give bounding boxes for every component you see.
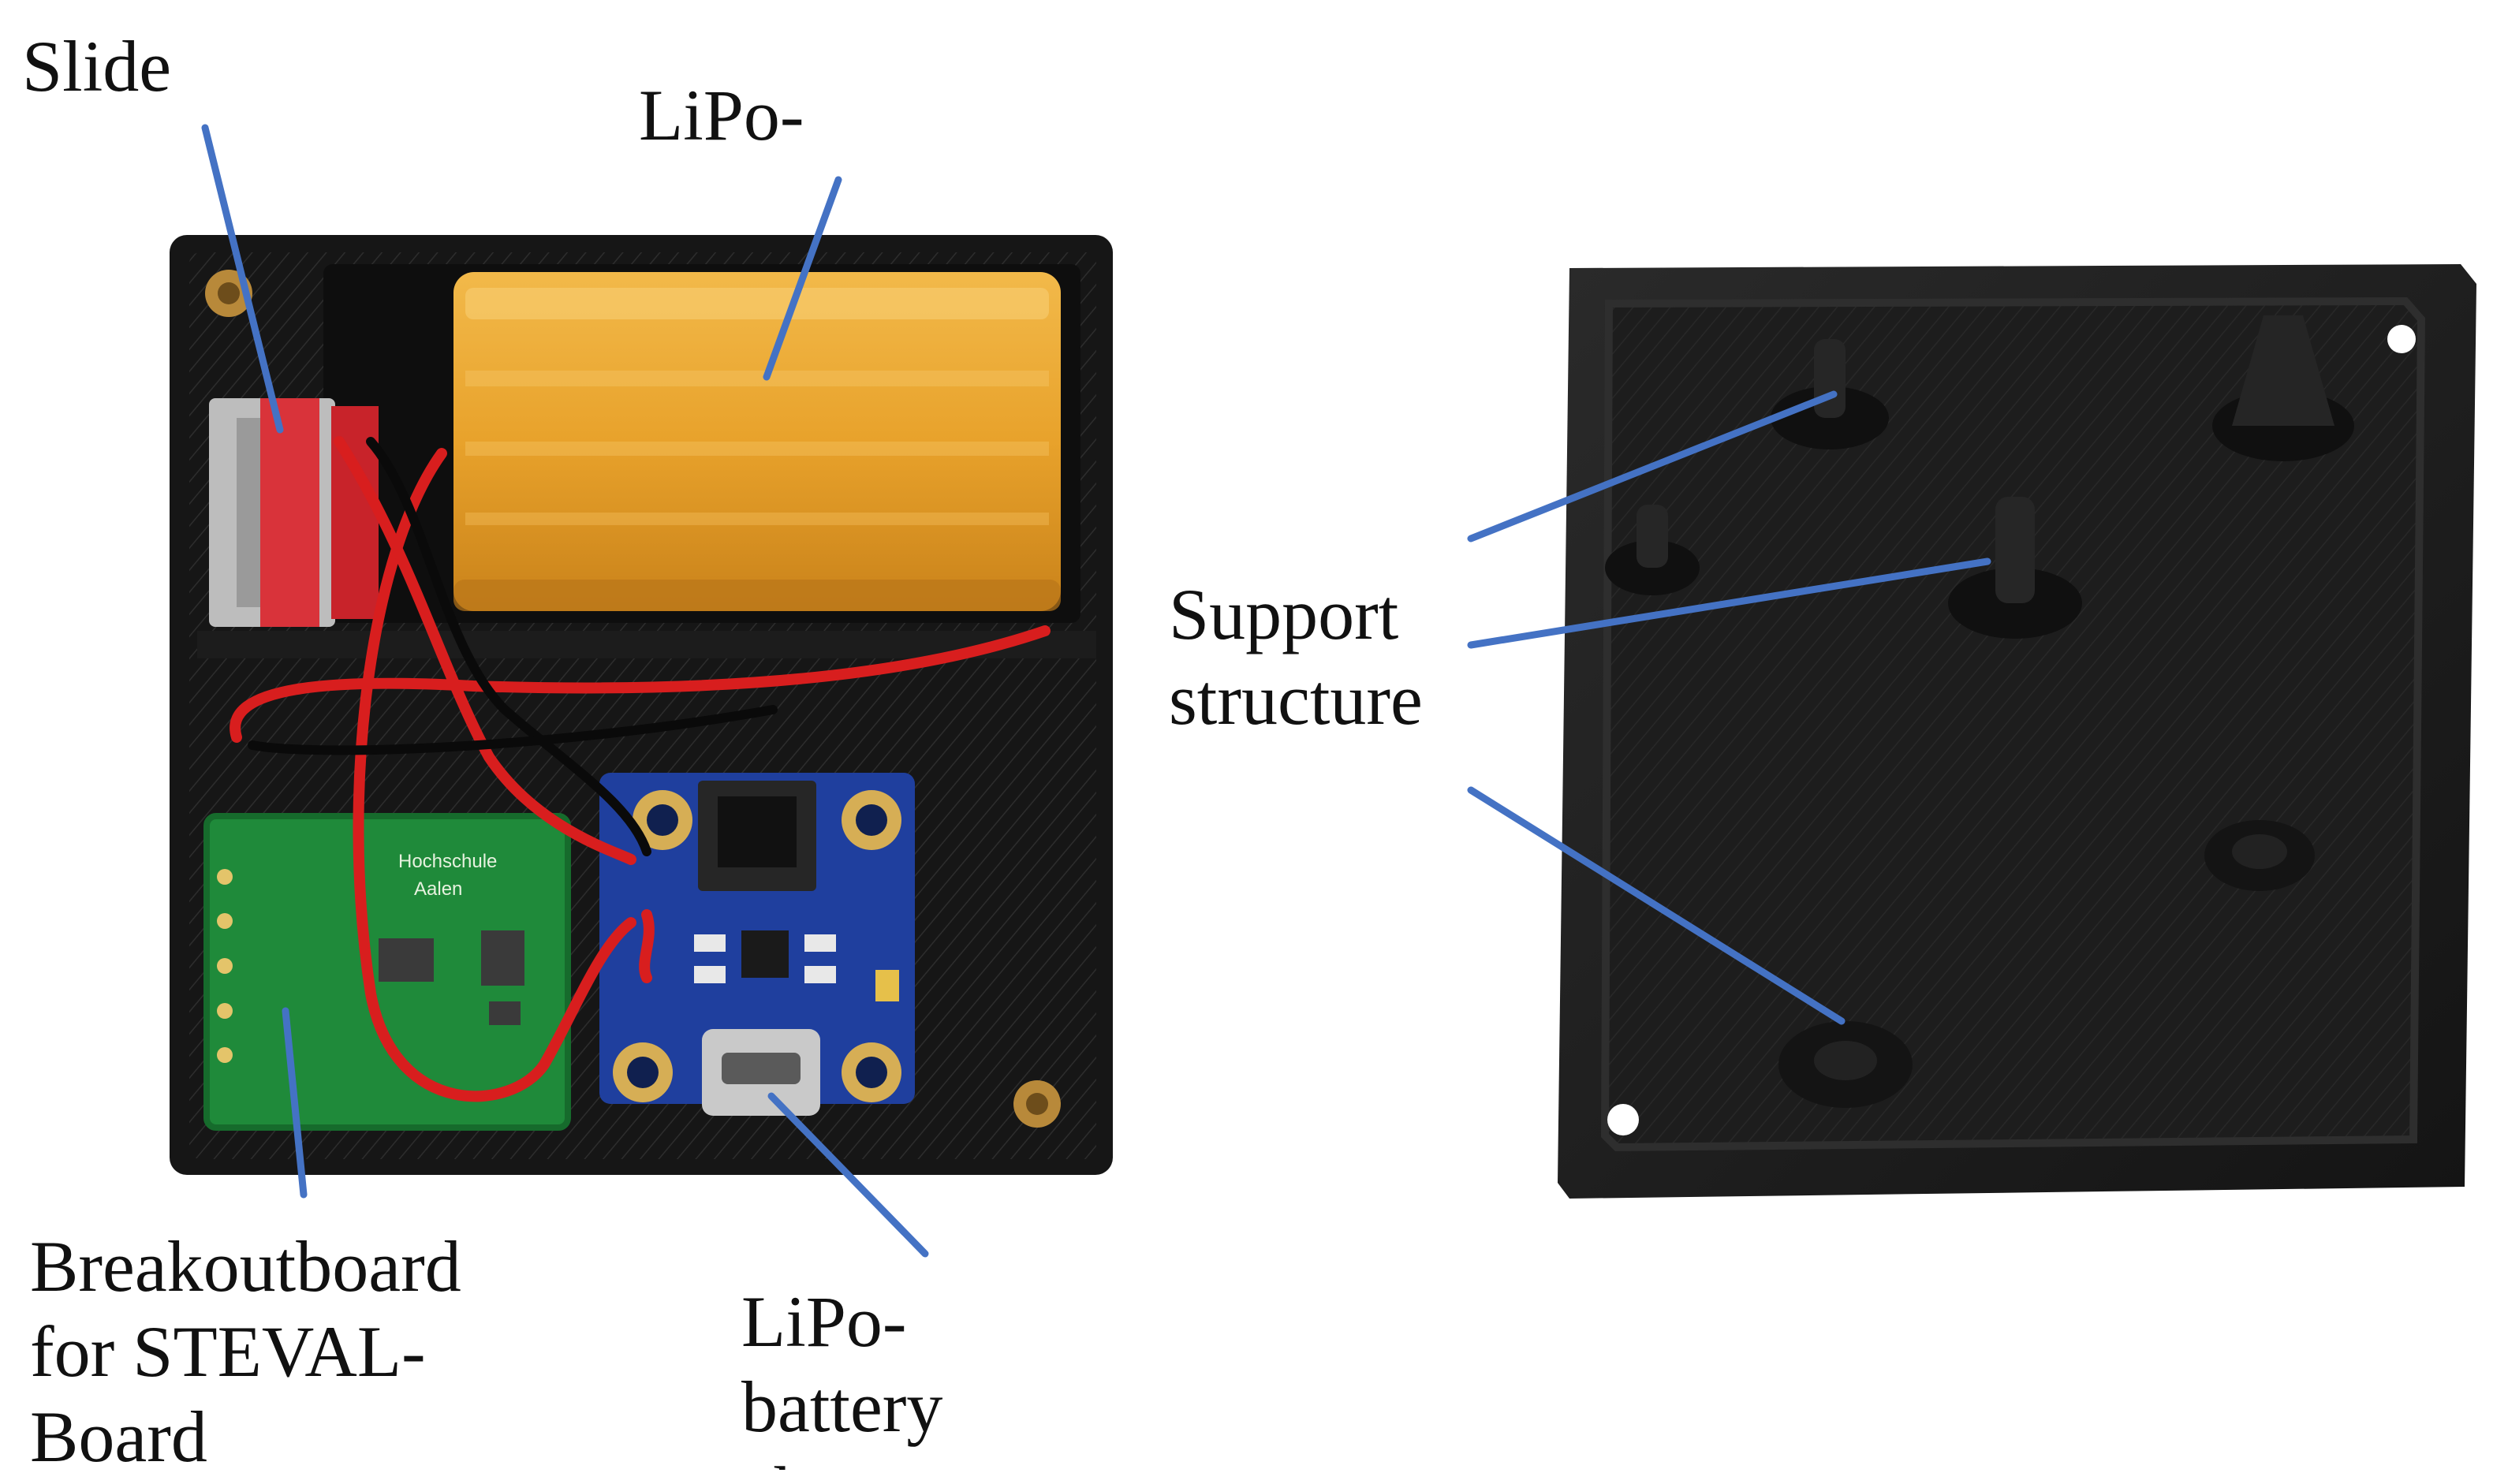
leader-lines [201,124,1991,1258]
black-wires [248,437,778,856]
support-peg [1771,339,1889,449]
slide-switch [209,398,379,627]
leader-support-2 [1467,557,1991,649]
charger-board [599,773,915,1116]
screw-hole-icon [2387,325,2416,353]
leader-support-3 [1467,786,1846,1025]
pcb-text-school: Hochschule [398,851,497,872]
leader-slide [201,124,284,434]
screw-hole-icon [1607,1104,1639,1135]
leader-breakout [282,1007,308,1199]
label-lipo-battery: LiPo- [639,75,804,155]
label-support-structure: Support structure [1169,574,1423,740]
support-peg [2204,820,2315,891]
open-case: Hochschule Aalen [170,235,1113,1175]
support-peg [1605,505,1700,595]
lipo-battery [453,272,1061,611]
label-breakout-board: Breakoutboard for STEVAL- Board [30,1226,461,1477]
pcb-text-city: Aalen [414,878,462,900]
label-charger: LiPo- battery charger [741,1281,957,1470]
case-lid [1558,264,2476,1199]
support-peg [1948,497,2082,639]
support-peg [1778,1021,1913,1108]
support-peg [2212,315,2354,461]
leader-charger [767,1092,929,1258]
label-slide: Slide [22,26,172,106]
leader-support-1 [1467,390,1838,543]
breakout-board: Hochschule Aalen [203,813,571,1131]
leader-lipo [763,176,842,381]
red-wires [230,436,1051,1102]
